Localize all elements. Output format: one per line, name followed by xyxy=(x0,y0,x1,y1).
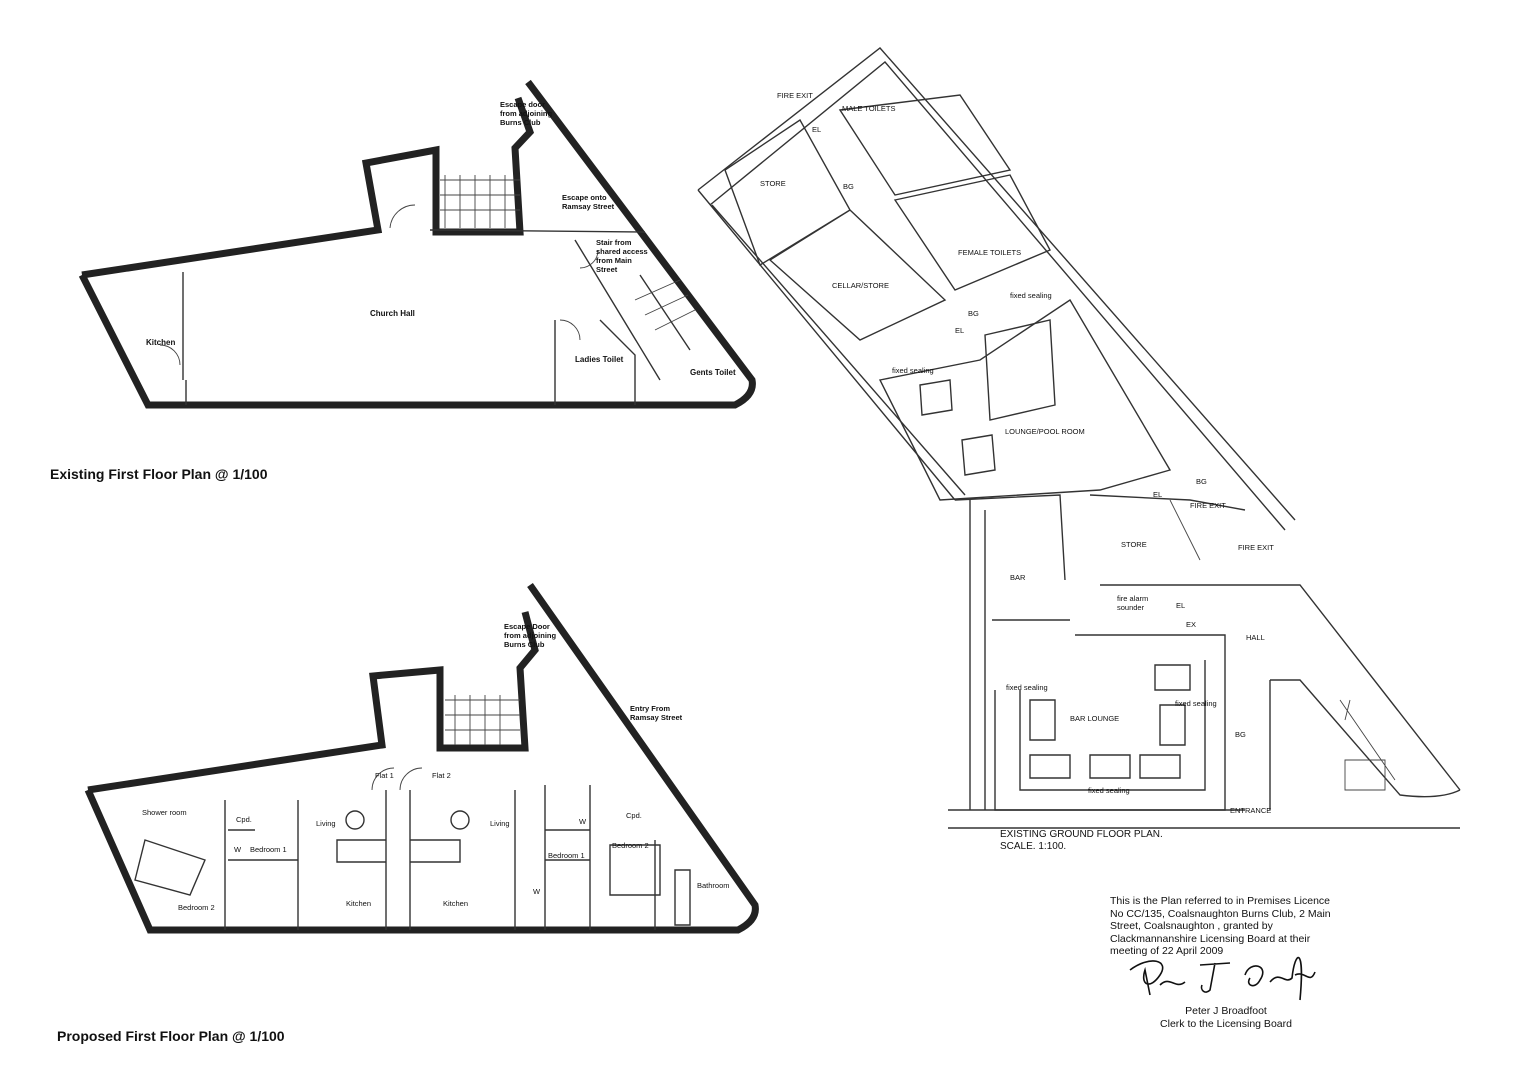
proposed-first-floor-plan: Shower room Cpd. Bedroom 1 Living Flat 1… xyxy=(84,582,759,934)
room-label: MALE TOILETS xyxy=(842,104,896,113)
room-label: FEMALE TOILETS xyxy=(958,248,1021,257)
existing-first-floor-title: Existing First Floor Plan @ 1/100 xyxy=(50,466,268,482)
room-label: Cpd. xyxy=(236,815,252,824)
room-label: Bedroom 2 xyxy=(178,903,215,912)
signature xyxy=(1129,957,1316,1001)
signatory-name: Peter J Broadfoot xyxy=(1185,1005,1267,1017)
room-label: HALL xyxy=(1246,633,1265,642)
room-label: Cpd. xyxy=(626,811,642,820)
fixed-sealing-label: fixed sealing xyxy=(1088,786,1130,795)
existing-first-floor-plan: Kitchen Church Hall Ladies Toilet Gents … xyxy=(78,79,756,409)
room-label: W xyxy=(579,817,587,826)
emergency-light-label: EL xyxy=(812,125,821,134)
room-label: Kitchen xyxy=(146,338,175,347)
fixed-sealing-label: fixed sealing xyxy=(1010,291,1052,300)
annotation-escape-door: Escape door from adjoining Burns Club xyxy=(500,100,553,127)
room-label: LOUNGE/POOL ROOM xyxy=(1005,427,1085,436)
fire-alarm-label: fire alarm sounder xyxy=(1117,594,1149,612)
room-label: BAR LOUNGE xyxy=(1070,714,1119,723)
fixed-sealing-label: fixed sealing xyxy=(1175,699,1217,708)
room-label: Flat 1 xyxy=(375,771,394,780)
room-label: Flat 2 xyxy=(432,771,451,780)
room-label: Ladies Toilet xyxy=(575,355,624,364)
break-glass-label: BG xyxy=(1196,477,1207,486)
fire-exit-label: FIRE EXIT xyxy=(777,91,813,100)
room-label: Bedroom 2 xyxy=(612,841,649,850)
room-label: STORE xyxy=(1121,540,1147,549)
fixed-sealing-label: fixed sealing xyxy=(892,366,934,375)
annotation-stair: Stair from shared access from Main Stree… xyxy=(596,238,648,274)
extinguisher-label: EX xyxy=(1186,620,1196,629)
fire-exit-label: FIRE EXIT xyxy=(1190,501,1226,510)
licence-note: This is the Plan referred to in Premises… xyxy=(1110,895,1331,957)
room-label: Kitchen xyxy=(443,899,468,908)
annotation-entry-ramsay: Entry From Ramsay Street xyxy=(630,704,683,722)
emergency-light-label: EL xyxy=(955,326,964,335)
room-label: Kitchen xyxy=(346,899,371,908)
room-label: STORE xyxy=(760,179,786,188)
ground-floor-title: EXISTING GROUND FLOOR PLAN. xyxy=(1000,829,1163,840)
fixed-sealing-label: fixed sealing xyxy=(1006,683,1048,692)
room-label: CELLAR/STORE xyxy=(832,281,889,290)
fire-exit-label: FIRE EXIT xyxy=(1238,543,1274,552)
room-label: Bedroom 1 xyxy=(250,845,287,854)
signatory-role: Clerk to the Licensing Board xyxy=(1160,1017,1292,1030)
room-label: BAR xyxy=(1010,573,1026,582)
room-label: W xyxy=(234,845,242,854)
room-label: Living xyxy=(490,819,510,828)
room-label: Living xyxy=(316,819,336,828)
room-label: ENTRANCE xyxy=(1230,806,1271,815)
emergency-light-label: EL xyxy=(1176,601,1185,610)
annotation-escape-door: Escape Door from adjoining Burns Club xyxy=(504,622,557,649)
room-label: Gents Toilet xyxy=(690,368,736,377)
break-glass-label: BG xyxy=(1235,730,1246,739)
room-label: Shower room xyxy=(142,808,187,817)
room-label: Church Hall xyxy=(370,309,415,318)
annotation-escape-ramsay: Escape onto Ramsay Street xyxy=(562,193,615,211)
room-label: Bedroom 1 xyxy=(548,851,585,860)
room-label: Bathroom xyxy=(697,881,730,890)
ground-floor-scale: SCALE. 1:100. xyxy=(1000,841,1067,852)
proposed-first-floor-title: Proposed First Floor Plan @ 1/100 xyxy=(57,1028,285,1044)
room-label: W xyxy=(533,887,541,896)
break-glass-label: BG xyxy=(843,182,854,191)
signatory-block: Peter J Broadfoot Clerk to the Licensing… xyxy=(1146,1005,1306,1030)
break-glass-label: BG xyxy=(968,309,979,318)
existing-ground-floor-plan: MALE TOILETS STORE CELLAR/STORE FEMALE T… xyxy=(697,47,1461,829)
emergency-light-label: EL xyxy=(1153,490,1162,499)
